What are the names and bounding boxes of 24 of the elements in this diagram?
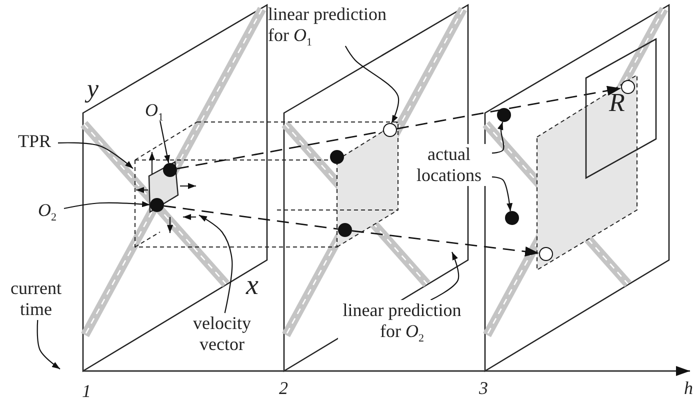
axis-label: x (246, 272, 258, 300)
leader-line (198, 214, 233, 314)
axis-label: y (87, 76, 99, 102)
leader-line (344, 46, 400, 124)
axis-label: h (684, 379, 693, 397)
prediction-arrow (352, 230, 540, 256)
callout-label: linear prediction for O$_{1}$ (268, 4, 388, 46)
leader-line (160, 120, 170, 164)
prediction-arrow (396, 86, 622, 130)
callout-label: O$_{2}$ (38, 200, 56, 221)
leader-line (64, 201, 150, 210)
callout-label: TPR (18, 131, 52, 152)
tick-label: 3 (479, 379, 488, 397)
region-label: R (609, 90, 625, 116)
tick-label: 2 (279, 379, 288, 397)
leader-line (492, 176, 513, 212)
callout-label: current time (10, 278, 62, 320)
tick-label: 1 (82, 382, 91, 400)
leader-line (58, 142, 134, 169)
callout-label: O$_{1}$ (145, 100, 164, 121)
leader-line (430, 252, 460, 300)
callout-label: velocity vector (192, 313, 252, 355)
leader-line (492, 122, 504, 154)
leader-line (36, 320, 60, 370)
